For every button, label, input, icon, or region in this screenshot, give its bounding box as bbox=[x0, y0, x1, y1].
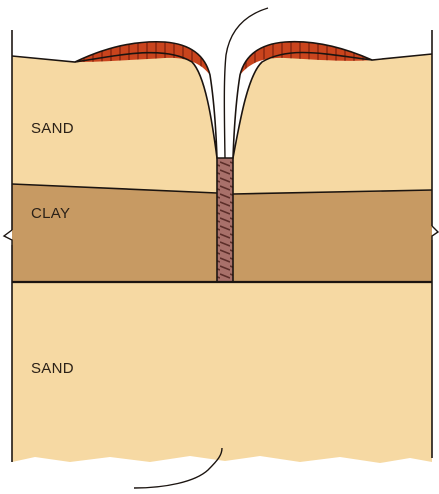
sand-layer-top-right bbox=[233, 52, 432, 194]
clay-layer bbox=[12, 184, 217, 282]
sand-bottom-label: SAND bbox=[31, 360, 74, 377]
well-casing-texture bbox=[217, 158, 233, 282]
clay-layer-right bbox=[233, 190, 432, 282]
sand-top-label: SAND bbox=[31, 120, 74, 137]
clay-label: CLAY bbox=[31, 205, 70, 222]
sand-layer-bottom bbox=[12, 282, 432, 463]
